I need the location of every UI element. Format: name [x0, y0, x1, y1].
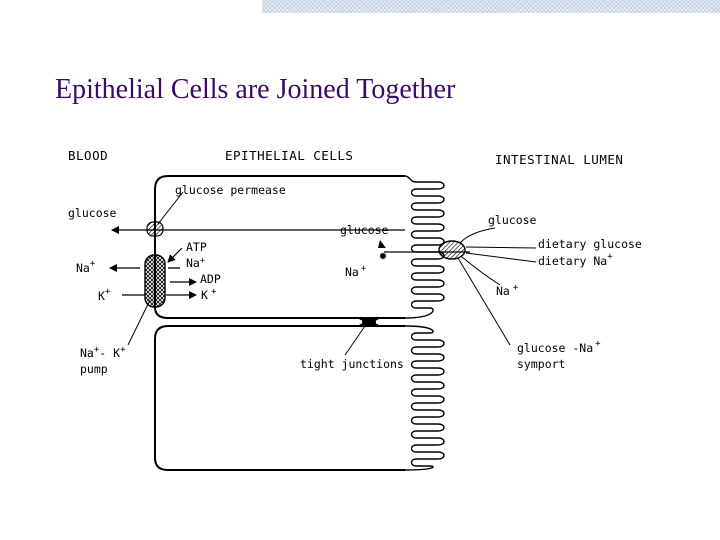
glucose-blood-label: glucose [68, 206, 117, 220]
tight-junctions-label: tight junctions [300, 357, 404, 371]
dietary-na-leader [465, 252, 537, 263]
blood-header: BLOOD [68, 148, 108, 163]
glucose-entry-arrowhead [378, 240, 386, 248]
pump-label-line2: pump [80, 362, 108, 376]
tight-junction-marker [359, 316, 379, 328]
atp-pointer [167, 247, 183, 263]
slide-title: Epithelial Cells are Joined Together [55, 74, 456, 105]
pump-leader [127, 299, 151, 346]
epithelial-cells-header: EPITHELIAL CELLS [225, 148, 353, 163]
na-entry-dot [380, 253, 386, 259]
na-cell-label: Na+ [345, 264, 367, 279]
na-blood-label: Na+ [76, 259, 96, 275]
lumen-glucose-leader [459, 227, 496, 244]
dietary-na-label: dietary Na+ [538, 252, 613, 268]
pump-label-line1: Na+- K+ [80, 345, 126, 360]
upper-cell-membrane [154, 175, 405, 319]
glucose-lumen-label: glucose [488, 213, 537, 227]
tight-junction-leader [344, 325, 366, 356]
intestinal-lumen-header: INTESTINAL LUMEN [495, 152, 623, 167]
k-inside-label: K+ [201, 287, 217, 302]
lumen-na-leader [461, 256, 501, 286]
dietary-glucose-label: dietary glucose [538, 237, 642, 251]
glucose-permease-transporter [146, 221, 164, 237]
microvilli-brush-border [404, 175, 445, 471]
dietary-glucose-leader [465, 246, 537, 249]
na-k-pump [144, 254, 166, 308]
glucose-permease-leader [157, 191, 184, 225]
glucose-cell-label: glucose [340, 223, 389, 237]
lower-cell-membrane [154, 325, 405, 471]
adp-label: ADP [200, 272, 221, 286]
header-decorative-band [262, 0, 720, 13]
symport-leader [457, 257, 511, 346]
na-lumen-label: Na+ [496, 283, 519, 298]
symport-label-line1: glucose -Na+ [517, 339, 601, 355]
glucose-na-symport-transporter [438, 240, 466, 260]
symport-label-line2: symport [517, 357, 565, 371]
k-blood-label: K+ [98, 287, 111, 303]
atp-label: ATP [186, 240, 207, 254]
na-inside-label: Na+ [186, 256, 206, 270]
glucose-permease-label: glucose permease [175, 183, 286, 197]
